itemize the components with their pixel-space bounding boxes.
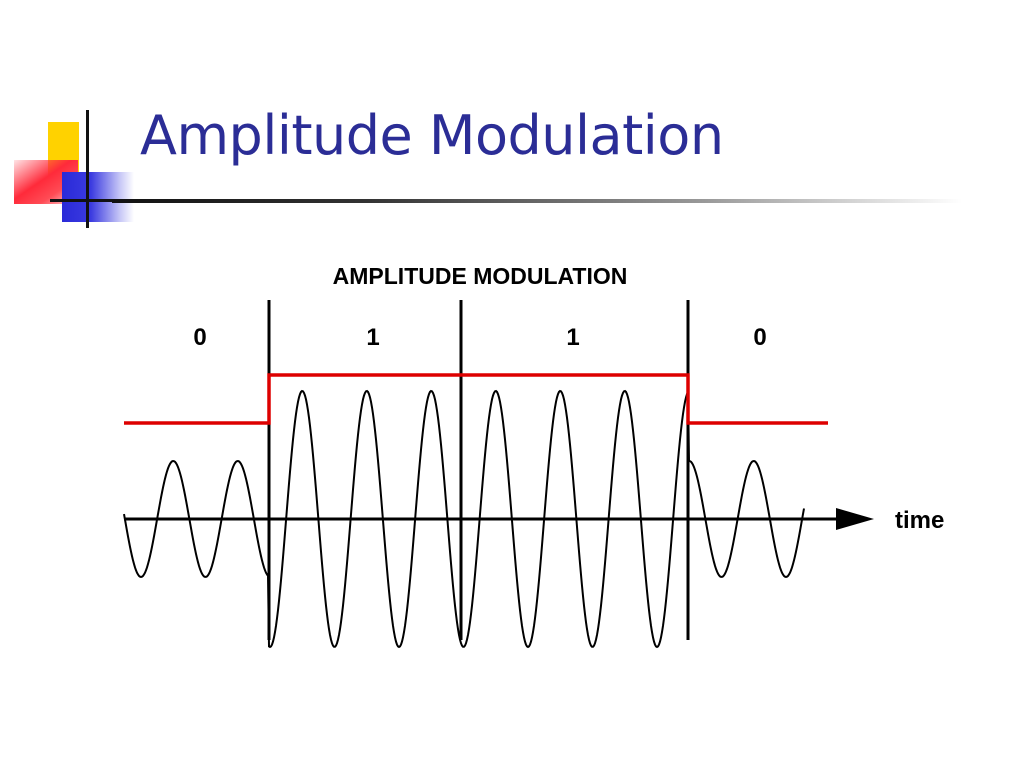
slide-title: Amplitude Modulation <box>140 104 724 167</box>
time-axis-arrowhead <box>836 508 874 530</box>
decoration-horizontal-line <box>50 199 140 202</box>
bit-label-4: 0 <box>753 324 766 351</box>
bit-label-3: 1 <box>566 324 579 351</box>
modulating-signal-envelope <box>124 373 828 425</box>
decoration-vertical-line <box>86 110 89 228</box>
time-axis-label: time <box>895 507 944 534</box>
bit-label-2: 1 <box>366 324 379 351</box>
bit-label-1: 0 <box>193 324 206 351</box>
modulated-carrier-wave <box>123 389 805 649</box>
decoration-blue-square <box>62 172 134 222</box>
diagram-heading: AMPLITUDE MODULATION <box>333 263 628 289</box>
title-underline <box>112 199 962 203</box>
